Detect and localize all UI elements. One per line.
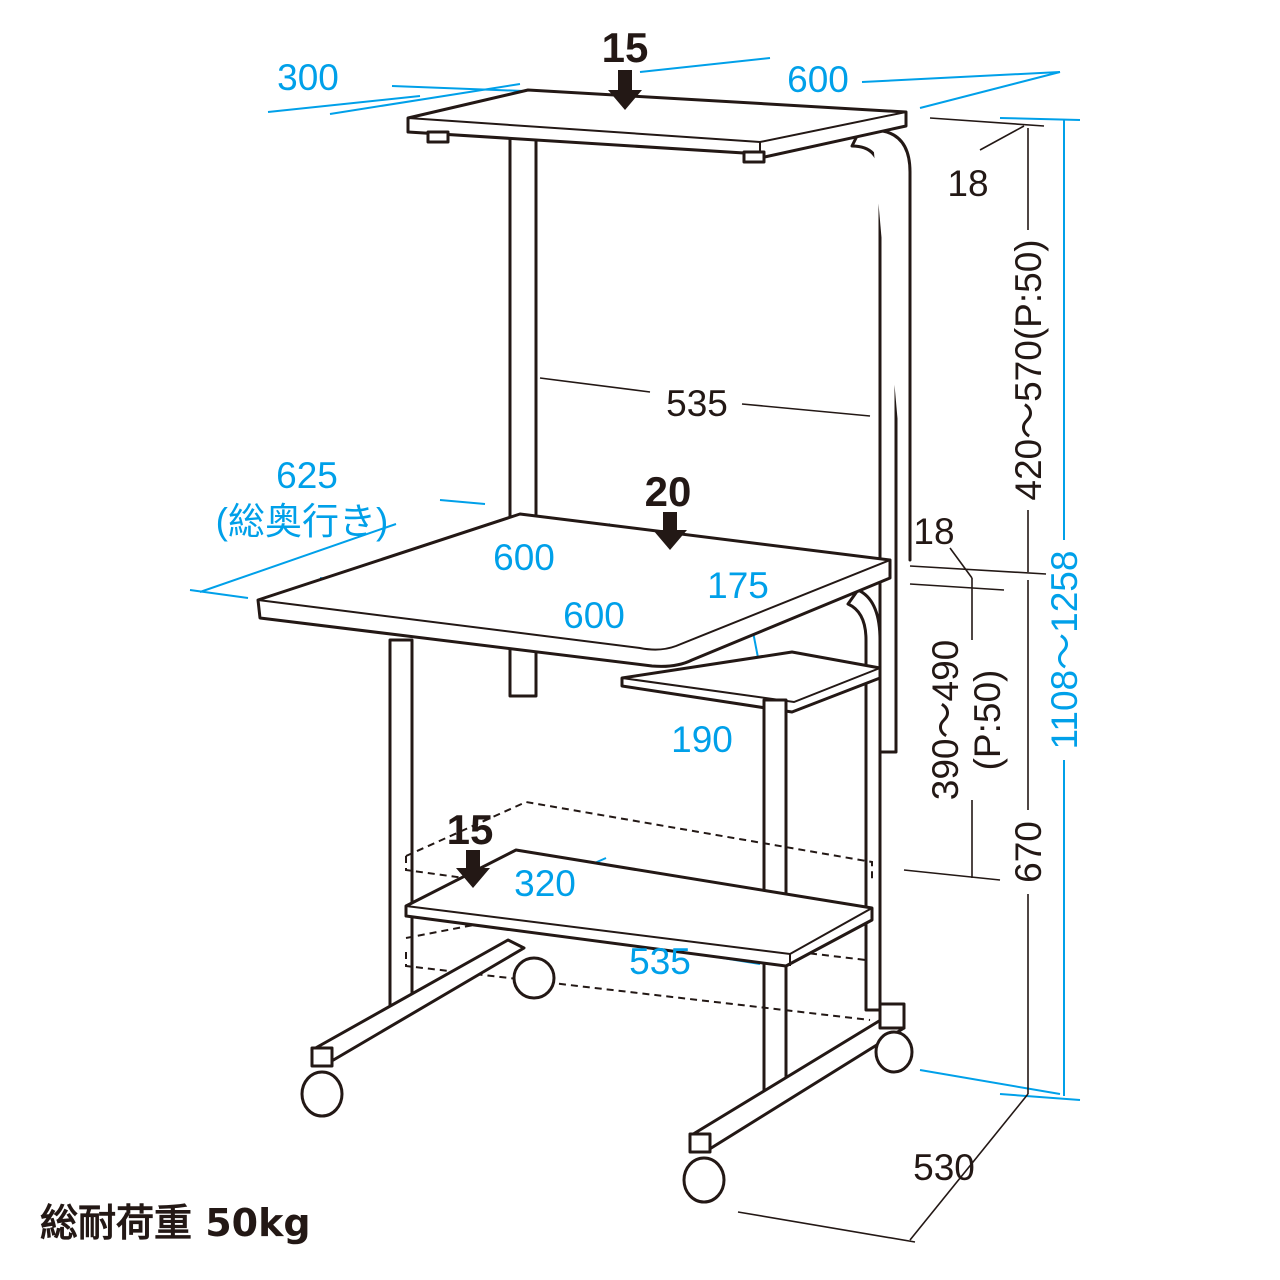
dim-top-depth: 300 bbox=[277, 57, 339, 98]
dim-shelf-height-range: 390～490 bbox=[925, 640, 966, 800]
dim-desk-depth: 600 bbox=[493, 537, 555, 578]
dim-shelf-pitch: (P:50) bbox=[967, 670, 1008, 771]
dimension-lines-black bbox=[539, 117, 1047, 1243]
dim-top-height-range: 420～570(P:50) bbox=[1008, 239, 1049, 500]
dim-total-height-range: 1108～1258 bbox=[1044, 551, 1085, 750]
load-arrows bbox=[456, 70, 687, 888]
dim-base-depth: 530 bbox=[913, 1147, 975, 1188]
dim-slide-width: 175 bbox=[707, 565, 769, 606]
dim-top-thickness: 18 bbox=[947, 163, 988, 204]
labels: 15 20 15 300 600 18 535 625 (総奥行き) 600 6… bbox=[40, 24, 1085, 1245]
dim-bottom-depth: 320 bbox=[514, 863, 576, 904]
dim-total-depth: 625 bbox=[276, 455, 338, 496]
total-load-label: 総耐荷重 50kg bbox=[40, 1201, 311, 1245]
dim-desk-width: 600 bbox=[563, 595, 625, 636]
arrow-down-icon bbox=[456, 850, 490, 888]
load-top-shelf: 15 bbox=[602, 24, 649, 71]
load-bottom-shelf: 15 bbox=[447, 806, 494, 853]
dim-top-width: 600 bbox=[787, 59, 849, 100]
arrow-down-icon bbox=[653, 512, 687, 550]
dim-total-depth-note: (総奥行き) bbox=[216, 501, 389, 542]
load-desk: 20 bbox=[645, 468, 692, 515]
dim-desk-height: 670 bbox=[1008, 821, 1049, 883]
arrow-down-icon bbox=[608, 70, 642, 110]
dim-desk-thickness: 18 bbox=[913, 511, 954, 552]
dim-bottom-width: 535 bbox=[629, 941, 691, 982]
cart-structure bbox=[256, 88, 914, 1204]
dim-slide-depth: 190 bbox=[671, 719, 733, 760]
dim-inner-width: 535 bbox=[666, 383, 728, 424]
